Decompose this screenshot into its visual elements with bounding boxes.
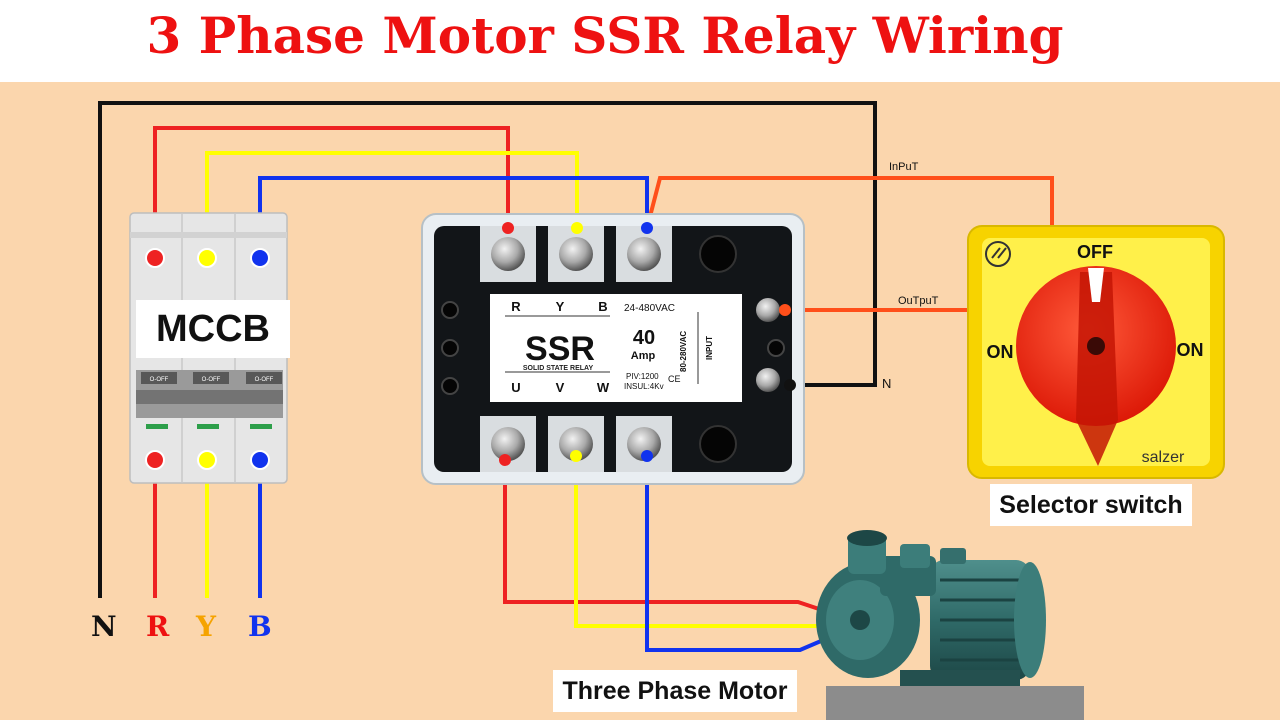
ssr-control-voltage: 80-280VAC: [679, 331, 688, 372]
ssr-dot-v: [570, 450, 582, 462]
ssr-dot-u: [499, 454, 511, 466]
supply-terminal-b: B: [248, 610, 272, 643]
three-phase-motor: [816, 530, 1084, 720]
ssr-insulation-rating: INSUL:4Kv: [624, 382, 664, 391]
wire-label-output: OuTpuT: [898, 295, 939, 307]
supply-terminal-n: N: [91, 610, 117, 643]
ssr-type-text: SOLID STATE RELAY: [523, 365, 594, 372]
ssr-dot-w: [641, 450, 653, 462]
mccb-switch-text-3: O-OFF: [255, 377, 274, 383]
ssr-voltage-rating: 24-480VAC: [624, 303, 675, 314]
selector-switch: [967, 225, 1225, 479]
wire-v-motor: [574, 456, 828, 628]
mccb-terminal-r-out: [145, 450, 165, 470]
ssr-dot-r: [502, 222, 514, 234]
ssr-name: SSR: [525, 330, 595, 368]
mccb-terminal-b-in: [250, 248, 270, 268]
selector-off-label: OFF: [1077, 242, 1113, 262]
selector-on-right-label: ON: [1177, 340, 1204, 360]
ssr-terminal-v: V: [556, 380, 565, 395]
ssr-relay: [421, 213, 805, 485]
title-bar: 3 Phase Motor SSR Relay Wiring: [0, 0, 1280, 82]
ssr-terminal-r: R: [511, 299, 521, 314]
selector-switch-label: Selector switch: [990, 484, 1192, 526]
ssr-dot-y: [571, 222, 583, 234]
wire-label-neutral: N: [882, 376, 891, 391]
supply-terminal-r: R: [146, 610, 170, 643]
ssr-terminal-b: B: [598, 299, 607, 314]
mccb-terminal-y-out: [197, 450, 217, 470]
wire-w-motor: [645, 456, 829, 652]
diagram-title: 3 Phase Motor SSR Relay Wiring: [146, 6, 1064, 65]
selector-on-left-label: ON: [987, 342, 1014, 362]
ssr-terminal-w: W: [597, 380, 610, 395]
mccb-label: MCCB: [136, 300, 290, 358]
mccb-switch-text-2: O-OFF: [202, 377, 221, 383]
selector-brand: salzer: [1142, 449, 1185, 466]
wire-yellow-supply: [205, 151, 579, 258]
mccb: O-OFF O-OFF O-OFF: [129, 212, 288, 484]
wire-neutral: [98, 101, 877, 598]
mccb-terminal-r-in: [145, 248, 165, 268]
ssr-dot-b: [641, 222, 653, 234]
ssr-terminal-y: Y: [556, 299, 565, 314]
ssr-control-label: INPUT: [705, 336, 714, 360]
ssr-terminal-u: U: [511, 380, 520, 395]
ssr-dot-output: [779, 304, 791, 316]
ssr-piv-rating: PIV:1200: [626, 372, 659, 381]
wire-label-input: InPuT: [889, 161, 919, 173]
ssr-current-unit: Amp: [631, 350, 656, 362]
wire-u-motor: [503, 460, 829, 614]
lt-logo-icon: [985, 241, 1011, 267]
ssr-ce-mark: CE: [668, 374, 681, 384]
ssr-current-rating: 40: [633, 327, 655, 349]
mccb-terminal-y-in: [197, 248, 217, 268]
mccb-terminal-b-out: [250, 450, 270, 470]
motor-label: Three Phase Motor: [553, 670, 797, 712]
wire-input-control: [645, 176, 1054, 229]
mccb-switch-text-1: O-OFF: [150, 377, 169, 383]
ssr-dot-neutral: [784, 379, 796, 391]
supply-terminal-y: Y: [196, 610, 216, 643]
